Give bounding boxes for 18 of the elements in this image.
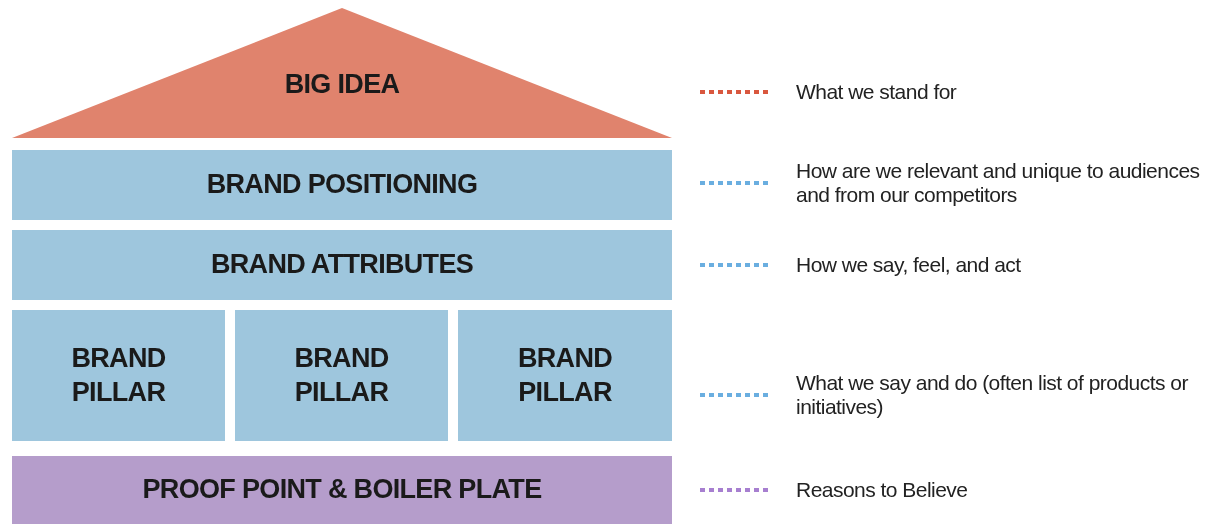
description-text: Reasons to Believe [796,477,969,503]
block-title: BRAND PILLAR [70,341,167,409]
block-title: BIG IDEA [284,68,400,101]
block-title: PROOF POINT & BOILER PLATE [142,473,542,507]
layer-band [12,230,672,300]
layer-band [12,150,672,220]
description-text: How we say, feel, and act [796,252,1022,278]
pillar-block [12,310,225,441]
block-title: BRAND PILLAR [293,341,390,409]
pillar-block [235,310,448,441]
block-title: BRAND POSITIONING [206,168,478,202]
description-text: What we stand for [796,79,958,105]
layer-band [12,456,672,524]
block-title: BRAND ATTRIBUTES [210,248,474,282]
block-title: BRAND PILLAR [516,341,614,409]
description-text: How are we relevant and unique to audiences and from our competitors [796,158,1201,208]
description-text: What we say and do (often list of products or initiatives) [796,370,1189,420]
pillar-block [458,310,672,441]
